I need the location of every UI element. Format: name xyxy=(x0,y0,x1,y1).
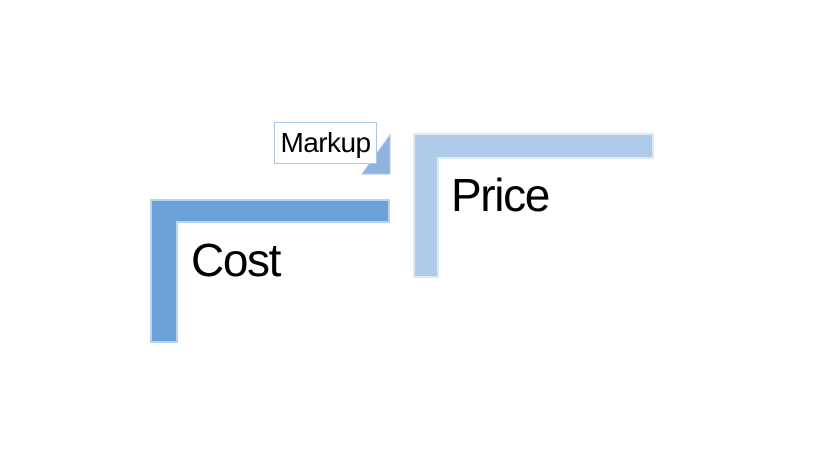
markup-label: Markup xyxy=(280,127,371,158)
price-step-shape xyxy=(413,133,654,278)
cost-label: Cost xyxy=(191,234,281,286)
cost-step-shape xyxy=(150,199,390,343)
markup-callout-box: Markup xyxy=(274,122,377,164)
price-label: Price xyxy=(451,169,550,221)
